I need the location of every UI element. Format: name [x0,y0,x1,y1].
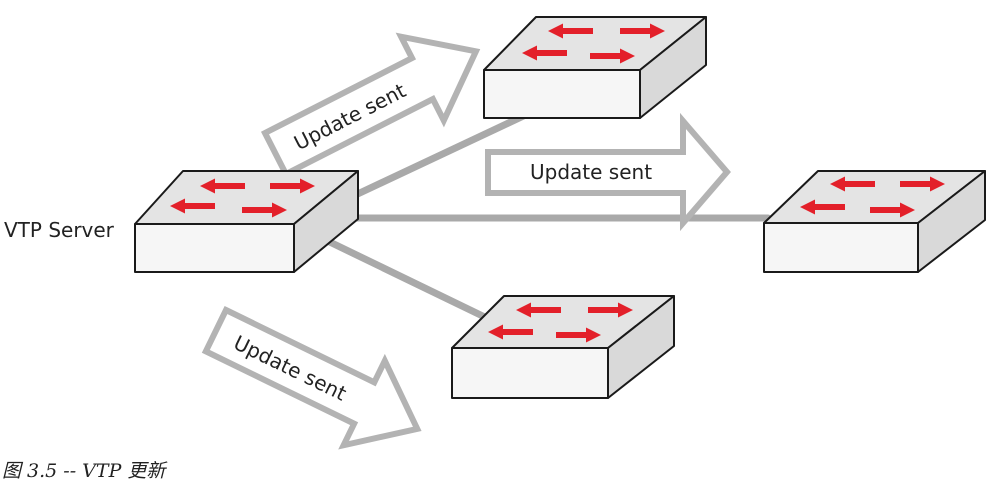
switch-bottom [451,295,675,399]
switch-vtp-server [134,170,359,273]
update-arrow-middle: Update sent [485,112,731,232]
switch-right [763,170,986,273]
update-arrow-bottom: Update sent [201,305,422,450]
switch-side-face [293,170,359,273]
switch-side-face [639,16,707,119]
switch-front-face [451,347,609,399]
switch-side-face [607,295,675,399]
vtp-server-label: VTP Server [4,218,115,242]
switch-front-face [134,223,295,273]
update-arrow-top: Update sent [260,32,481,179]
figure-caption: 图 3.5 -- VTP 更新 [2,460,166,482]
link-to-bottom-switch [301,226,499,326]
switch-front-face [763,222,919,273]
switch-front-face [483,69,641,119]
switch-side-face [917,170,986,273]
update-arrow-middle-label: Update sent [530,160,652,184]
switch-top [483,16,707,119]
